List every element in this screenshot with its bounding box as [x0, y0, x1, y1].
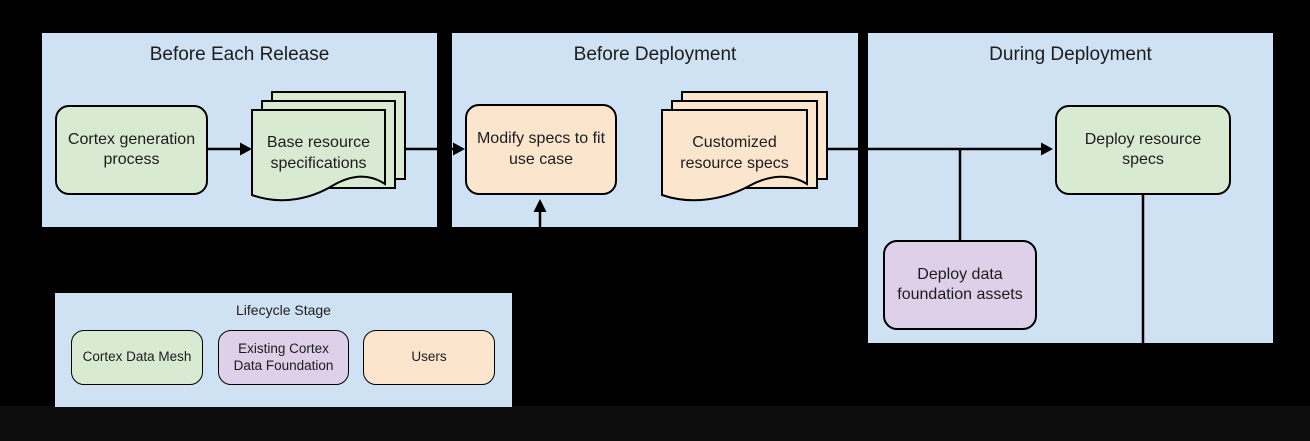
node-modify-specs: Modify specs to fit use case	[465, 104, 617, 195]
legend-item-users: Users	[363, 330, 495, 385]
node-deploy-data-foundation-assets: Deploy data foundation assets	[883, 240, 1037, 330]
legend-item-users-label: Users	[411, 349, 447, 365]
node-cortex-generation-process: Cortex generation process	[55, 105, 208, 195]
node-cortex-generation-process-label: Cortex generation process	[67, 130, 196, 168]
node-modify-specs-label: Modify specs to fit use case	[476, 130, 606, 168]
legend-item-existing-cortex-data-foundation-label: Existing Cortex Data Foundation	[233, 340, 334, 373]
panel-title-before-deployment: Before Deployment	[573, 44, 737, 65]
legend-box: Lifecycle Stage Cortex Data Mesh Existin…	[55, 293, 512, 407]
node-deploy-resource-specs-label: Deploy resource specs	[1084, 130, 1202, 168]
panel-title-before-each-release: Before Each Release	[149, 44, 330, 65]
legend-item-cortex-data-mesh: Cortex Data Mesh	[71, 330, 203, 385]
panel-title-during-deployment: During Deployment	[989, 44, 1152, 65]
node-deploy-resource-specs: Deploy resource specs	[1055, 105, 1231, 195]
legend-title: Lifecycle Stage	[236, 302, 331, 318]
customized-specs-document-stack-icon	[661, 91, 828, 202]
legend-item-cortex-data-mesh-label: Cortex Data Mesh	[82, 349, 192, 365]
footer-strip	[0, 406, 1310, 441]
base-specs-document-stack-icon	[251, 91, 406, 202]
node-deploy-data-foundation-assets-label: Deploy data foundation assets	[897, 265, 1023, 303]
legend-item-existing-cortex-data-foundation: Existing Cortex Data Foundation	[218, 330, 349, 385]
